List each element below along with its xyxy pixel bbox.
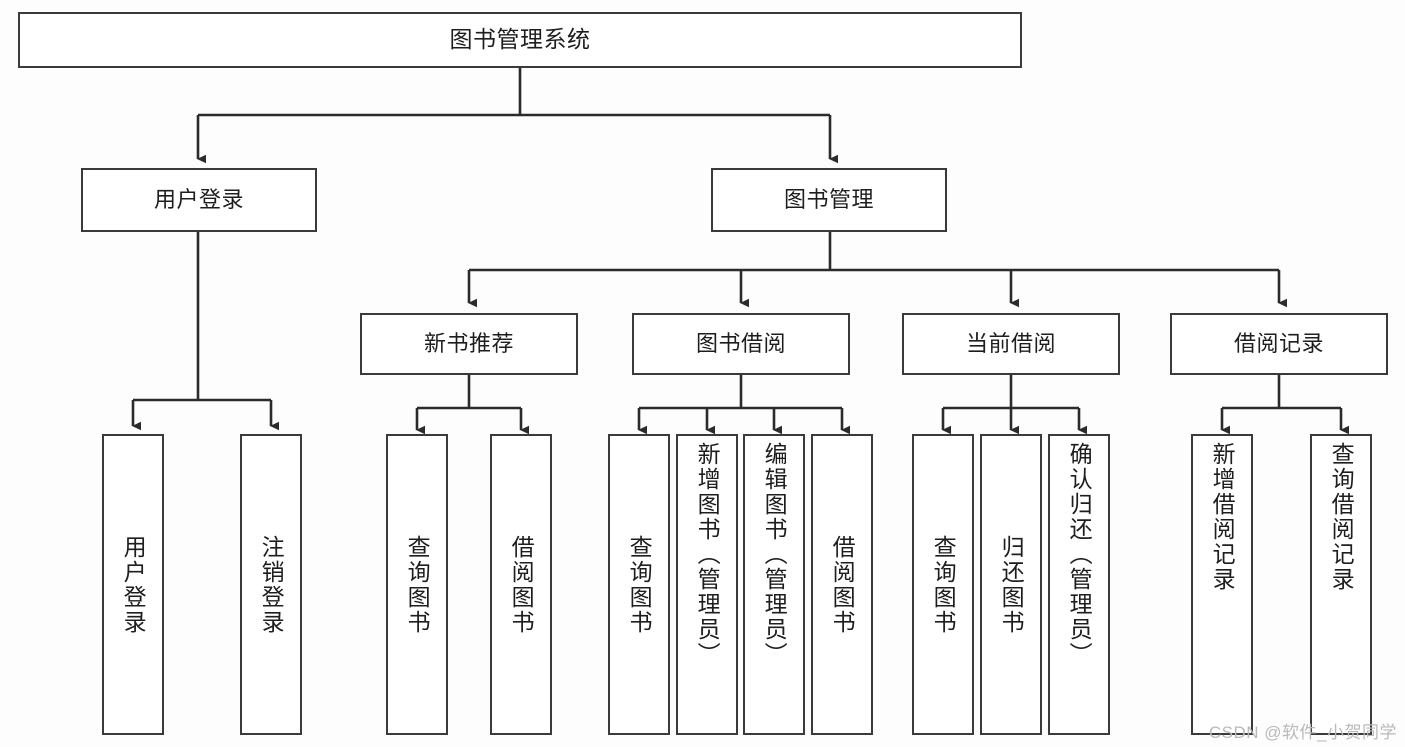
node-borrow-records[interactable]: 借阅记录	[1170, 313, 1388, 375]
node-label: 注销登录	[258, 534, 285, 635]
node-label: 新增图书（管理员）	[694, 442, 721, 667]
node-book-borrowing[interactable]: 图书借阅	[632, 313, 850, 375]
leaf-query-books-current[interactable]: 查询图书	[912, 434, 974, 735]
node-label: 借阅记录	[1233, 331, 1324, 357]
node-label: 新增借阅记录	[1209, 442, 1236, 592]
leaf-borrow-books[interactable]: 借阅图书	[811, 434, 873, 735]
leaf-add-borrow-record[interactable]: 新增借阅记录	[1191, 434, 1253, 735]
csdn-watermark: CSDN @软件_小贺同学	[1208, 723, 1397, 742]
node-label: 确认归还（管理员）	[1066, 442, 1093, 667]
node-label: 用户登录	[153, 187, 244, 213]
node-label: 用户登录	[120, 534, 147, 635]
node-label: 借阅图书	[829, 534, 856, 635]
leaf-confirm-return-admin[interactable]: 确认归还（管理员）	[1048, 434, 1110, 735]
node-user-login[interactable]: 用户登录	[81, 168, 317, 232]
node-label: 当前借阅	[965, 331, 1056, 357]
leaf-borrow-books-recommend[interactable]: 借阅图书	[490, 434, 552, 735]
node-label: 查询图书	[626, 534, 653, 635]
node-root-book-management-system[interactable]: 图书管理系统	[18, 12, 1022, 68]
node-label: 归还图书	[998, 534, 1025, 635]
leaf-return-books[interactable]: 归还图书	[980, 434, 1042, 735]
leaf-query-borrow-record[interactable]: 查询借阅记录	[1310, 434, 1372, 735]
node-label: 新书推荐	[423, 331, 514, 357]
node-label: 图书借阅	[695, 331, 786, 357]
node-current-borrowing[interactable]: 当前借阅	[902, 313, 1120, 375]
leaf-edit-book-admin[interactable]: 编辑图书（管理员）	[743, 434, 805, 735]
node-label: 借阅图书	[508, 534, 535, 635]
node-book-management[interactable]: 图书管理	[711, 168, 947, 232]
leaf-query-books-recommend[interactable]: 查询图书	[386, 434, 448, 735]
node-label: 图书管理	[783, 187, 874, 213]
node-label: 图书管理系统	[449, 26, 591, 53]
leaf-query-books-borrow[interactable]: 查询图书	[608, 434, 670, 735]
node-label: 查询图书	[404, 534, 431, 635]
node-label: 查询借阅记录	[1328, 442, 1355, 592]
leaf-user-logout[interactable]: 注销登录	[240, 434, 302, 735]
node-label: 查询图书	[930, 534, 957, 635]
leaf-add-book-admin[interactable]: 新增图书（管理员）	[676, 434, 738, 735]
node-new-book-recommendation[interactable]: 新书推荐	[360, 313, 578, 375]
node-label: 编辑图书（管理员）	[761, 442, 788, 667]
leaf-user-login[interactable]: 用户登录	[102, 434, 164, 735]
